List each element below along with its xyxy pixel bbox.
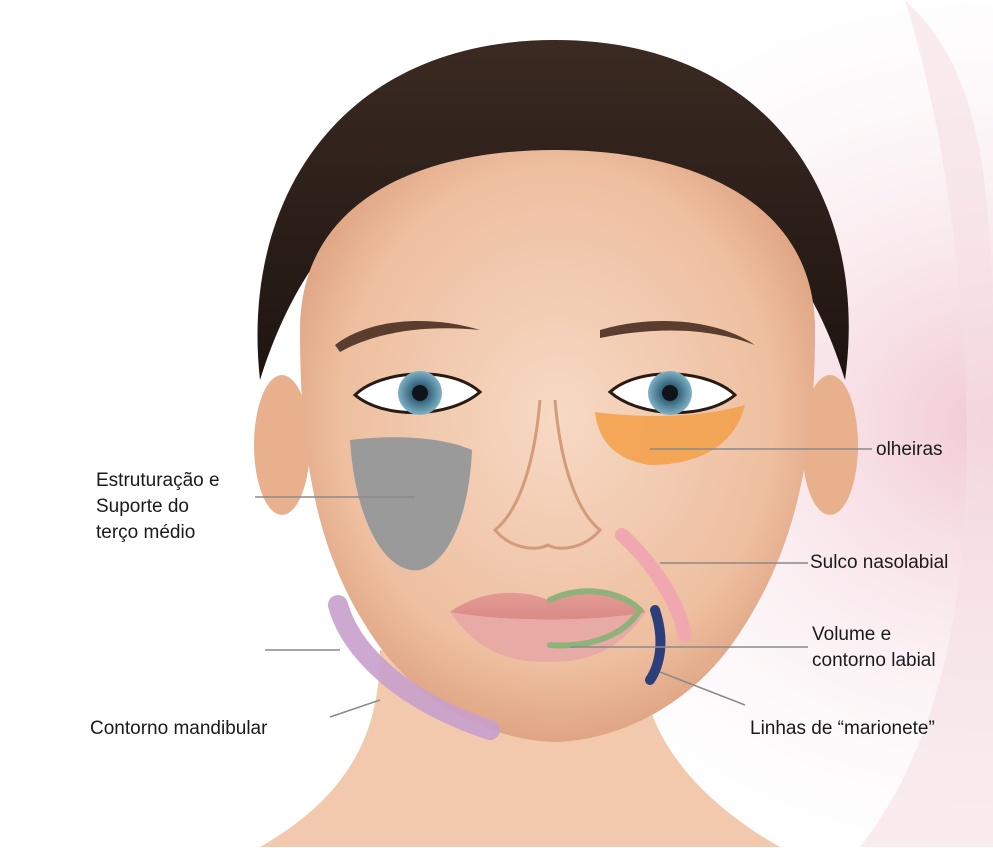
middle-third-label-line-1: Estruturação e <box>96 468 220 494</box>
left-ear <box>254 375 310 515</box>
middle-third-label-line-3: terço médio <box>96 520 220 546</box>
left-pupil <box>412 385 428 401</box>
middle-third-label-line-2: Suporte do <box>96 494 220 520</box>
middle-third-label: Estruturação e Suporte do terço médio <box>96 468 220 546</box>
lip-volume-label-line-1: Volume e <box>812 622 936 648</box>
jawline-label: Contorno mandibular <box>90 716 267 742</box>
nasolabial-label: Sulco nasolabial <box>810 550 948 576</box>
dark-circles-label: olheiras <box>876 437 943 463</box>
lip-volume-label-line-2: contorno labial <box>812 648 936 674</box>
lip-volume-label: Volume e contorno labial <box>812 622 936 674</box>
right-pupil <box>662 385 678 401</box>
marionette-label: Linhas de “marionete” <box>750 716 935 742</box>
